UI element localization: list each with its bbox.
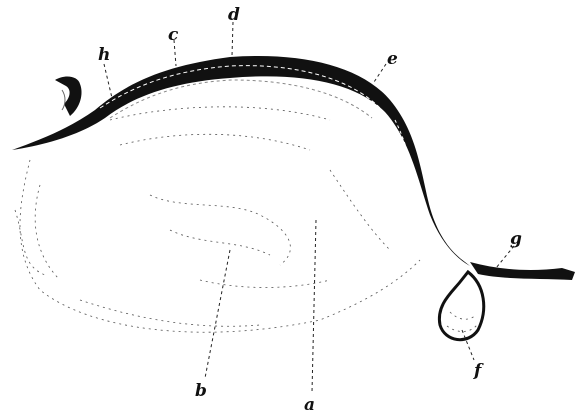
- label-f: f: [473, 361, 484, 381]
- leader-g: [496, 246, 514, 268]
- torn-tissue-flap: [55, 77, 82, 116]
- leader-e: [374, 64, 386, 82]
- leader-d: [232, 22, 233, 56]
- stippled-tissue-mass: [15, 107, 420, 332]
- right-tail-strand: [470, 262, 575, 280]
- label-d: d: [228, 5, 240, 25]
- label-g: g: [510, 229, 522, 249]
- label-a: a: [304, 395, 315, 415]
- label-c: c: [168, 25, 179, 45]
- label-h: h: [98, 45, 110, 65]
- label-e: e: [387, 49, 398, 69]
- leader-h: [104, 64, 112, 98]
- label-b: b: [195, 381, 207, 401]
- leader-b: [205, 250, 230, 378]
- rounded-pouch: [439, 272, 483, 340]
- leader-a: [312, 220, 316, 392]
